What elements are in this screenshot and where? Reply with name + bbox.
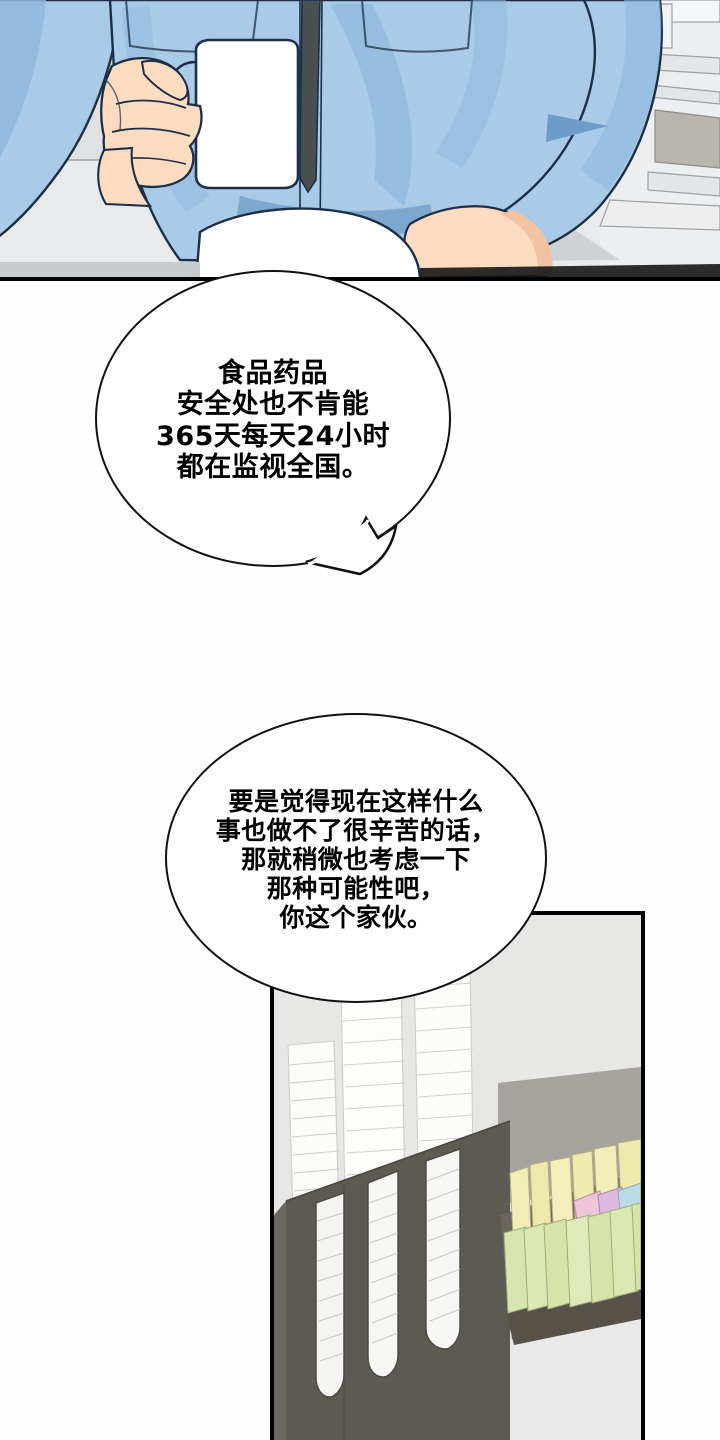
sachet-tray (500, 1138, 641, 1345)
knuckle-line (105, 79, 122, 131)
speech-bubble-1-text: 食品药品 安全处也不肯能 365天每天24小时 都在监视全国。 (156, 357, 390, 483)
shelf-board-3 (647, 171, 720, 197)
right-sleeve-shadow (560, 0, 662, 190)
cup-dispenser-rack (274, 1120, 511, 1440)
speech-bubble-2: 要是觉得现在这样什么 事也做不了很辛苦的话， 那就稍微也考虑一下 那种可能性吧，… (165, 713, 547, 1003)
sachets-green-front (503, 1202, 641, 1314)
panel-top-artwork (0, 0, 720, 277)
shelf-dark-gap (654, 109, 720, 169)
right-hand-shadow (500, 210, 553, 276)
white-plate (195, 207, 421, 277)
dispenser-slot-2 (367, 1169, 399, 1378)
necktie (299, 0, 321, 194)
left-hand-holding-mug (97, 38, 300, 208)
dispenser-side (274, 1201, 286, 1440)
panel-bottom-paper-cup-dispenser (270, 911, 645, 1440)
shirt-fold-center (330, 4, 413, 206)
thumb (140, 60, 189, 102)
tray-base (506, 1285, 641, 1345)
finger-crease-2 (111, 127, 191, 137)
table-edge-left (0, 262, 200, 277)
table-edge-dark (420, 264, 720, 277)
shirt-fold-right (436, 0, 508, 168)
left-sleeve-shadow (0, 0, 46, 158)
wrist (97, 146, 153, 208)
dispenser-slot-1 (315, 1192, 345, 1398)
right-sleeve-crease (546, 114, 608, 142)
speech-bubble-2-text: 要是觉得现在这样什么 事也做不了很辛苦的话， 那就稍微也考虑一下 那种可能性吧，… (215, 786, 497, 932)
pocket-right (360, 0, 474, 53)
speech-bubble-1: 食品药品 安全处也不肯能 365天每天24小时 都在监视全国。 (95, 270, 451, 567)
finger-crease-1 (115, 99, 187, 109)
dispenser-top-edge (285, 1120, 511, 1202)
shelf-board-4 (599, 199, 720, 231)
slot-cup-ribs (316, 1168, 461, 1362)
panel-bottom-artwork (274, 915, 641, 1440)
speech-bubble-1-tail (305, 515, 398, 576)
panel-top-person-with-mug (0, 0, 720, 281)
mug-body (194, 38, 300, 190)
